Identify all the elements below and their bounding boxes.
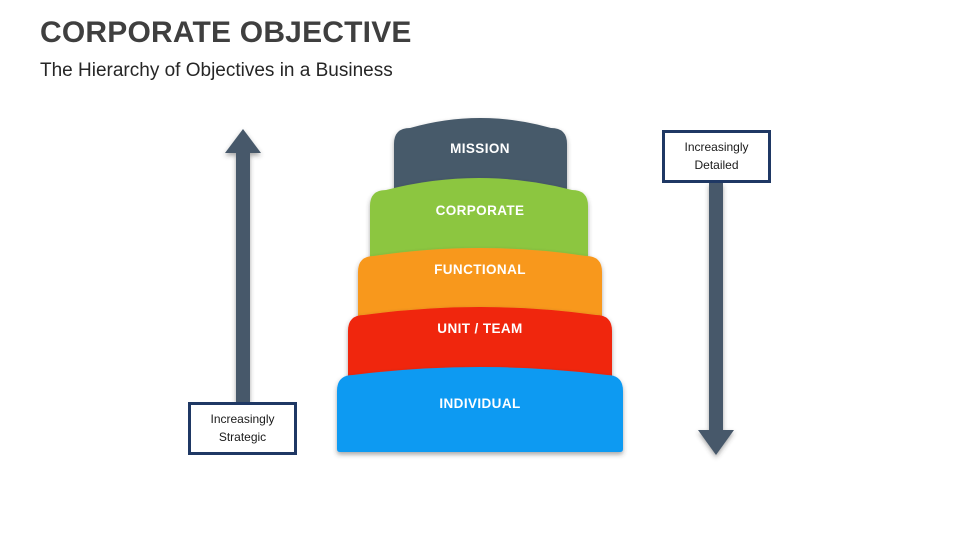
- strategic-label-line2: Strategic: [218, 429, 267, 444]
- up-arrow: [225, 129, 261, 402]
- page-subtitle: The Hierarchy of Objectives in a Busines…: [40, 60, 393, 81]
- pyramid-level-functional: [358, 248, 602, 329]
- pyramid-label-individual: INDIVIDUAL: [439, 396, 520, 411]
- pyramid-label-corporate: CORPORATE: [436, 203, 525, 218]
- increasingly-detailed-box: Increasingly Detailed: [662, 130, 771, 183]
- detailed-label-line1: Increasingly: [684, 140, 749, 155]
- pyramid-level-unit-team: [348, 307, 612, 389]
- pyramid-level-individual: [337, 367, 623, 452]
- pyramid-label-functional: FUNCTIONAL: [434, 262, 526, 277]
- increasingly-strategic-box: Increasingly Strategic: [188, 402, 297, 455]
- down-arrow: [698, 183, 734, 455]
- pyramid-label-unit-team: UNIT / TEAM: [437, 321, 522, 336]
- page-title: CORPORATE OBJECTIVE: [40, 16, 412, 49]
- detailed-label-line2: Detailed: [694, 157, 739, 172]
- pyramid-level-corporate: [370, 178, 588, 271]
- pyramid-label-mission: MISSION: [450, 141, 510, 156]
- strategic-label-line1: Increasingly: [210, 412, 275, 427]
